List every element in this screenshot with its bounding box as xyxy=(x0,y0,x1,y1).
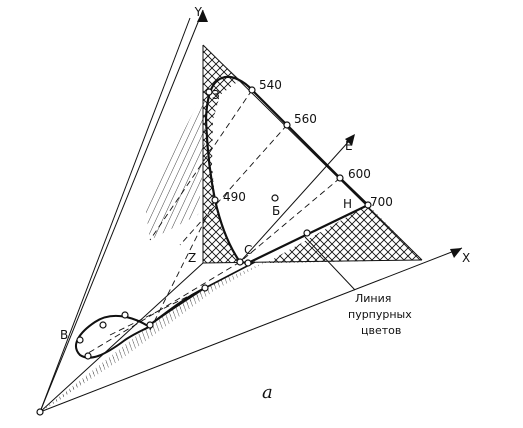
label-v-point: В xyxy=(60,328,68,342)
point-700 xyxy=(364,201,372,209)
point-c-2 xyxy=(244,259,252,267)
label-h-point: Н xyxy=(343,197,352,211)
point-540 xyxy=(248,86,256,94)
hatched-shadow-region xyxy=(145,90,205,240)
triangle-edge-yx xyxy=(202,44,423,261)
annotation-line-2: пурпурных xyxy=(348,308,412,321)
label-b-point: Б xyxy=(272,204,280,218)
dashed-projections xyxy=(84,89,341,356)
label-600: 600 xyxy=(348,167,371,181)
figure-caption: a xyxy=(262,382,273,403)
annotation-line-1: Линия xyxy=(355,292,391,305)
purple-line-annotation: Линия пурпурных цветов xyxy=(348,292,412,337)
dashed-lower-2 xyxy=(84,261,241,356)
axes xyxy=(39,9,463,413)
label-490: 490 xyxy=(223,190,246,204)
point-490 xyxy=(211,196,219,204)
point-b xyxy=(271,194,279,202)
point-z xyxy=(205,88,213,96)
point-projected-1 xyxy=(201,284,209,292)
e-axis xyxy=(239,139,351,263)
projected-locus-loop xyxy=(75,287,206,359)
x-axis-arrowhead xyxy=(450,248,462,258)
label-540: 540 xyxy=(259,78,282,92)
label-c-point: С xyxy=(244,243,252,257)
dashed-from-560 xyxy=(179,124,288,246)
annotation-pointer xyxy=(304,236,356,291)
ray-upper xyxy=(39,17,191,413)
crosshatch-right-region xyxy=(240,205,422,263)
label-z-point: З xyxy=(212,88,220,102)
origin-point xyxy=(36,408,44,416)
point-projected-5 xyxy=(84,352,92,360)
dashed-lower-1 xyxy=(109,287,206,336)
dashed-from-490 xyxy=(149,199,216,331)
z-axis-label: Z xyxy=(188,251,196,265)
y-axis xyxy=(39,9,204,413)
z-axis-ray xyxy=(39,262,204,413)
point-projected-3 xyxy=(121,311,129,319)
label-560: 560 xyxy=(294,112,317,126)
e-axis-arrowhead xyxy=(345,134,355,146)
y-axis-arrowhead xyxy=(197,10,208,22)
e-axis-label: E xyxy=(345,139,353,153)
label-700: 700 xyxy=(370,195,393,209)
x-axis xyxy=(39,247,463,413)
x-axis-label: X xyxy=(462,251,470,265)
point-projected-2 xyxy=(146,321,154,329)
y-axis-label: Y xyxy=(194,5,203,19)
point-h xyxy=(303,229,311,237)
marker-points xyxy=(36,86,372,416)
dashed-from-540 xyxy=(149,89,253,241)
annotation-line-3: цветов xyxy=(361,324,401,337)
point-v xyxy=(76,336,84,344)
point-c-1 xyxy=(236,258,244,266)
point-600 xyxy=(336,174,344,182)
spectral-locus xyxy=(204,75,369,265)
point-projected-4 xyxy=(99,321,107,329)
hatched-lower-band xyxy=(40,260,270,412)
point-560 xyxy=(283,121,291,129)
dashed-from-600 xyxy=(239,177,341,263)
